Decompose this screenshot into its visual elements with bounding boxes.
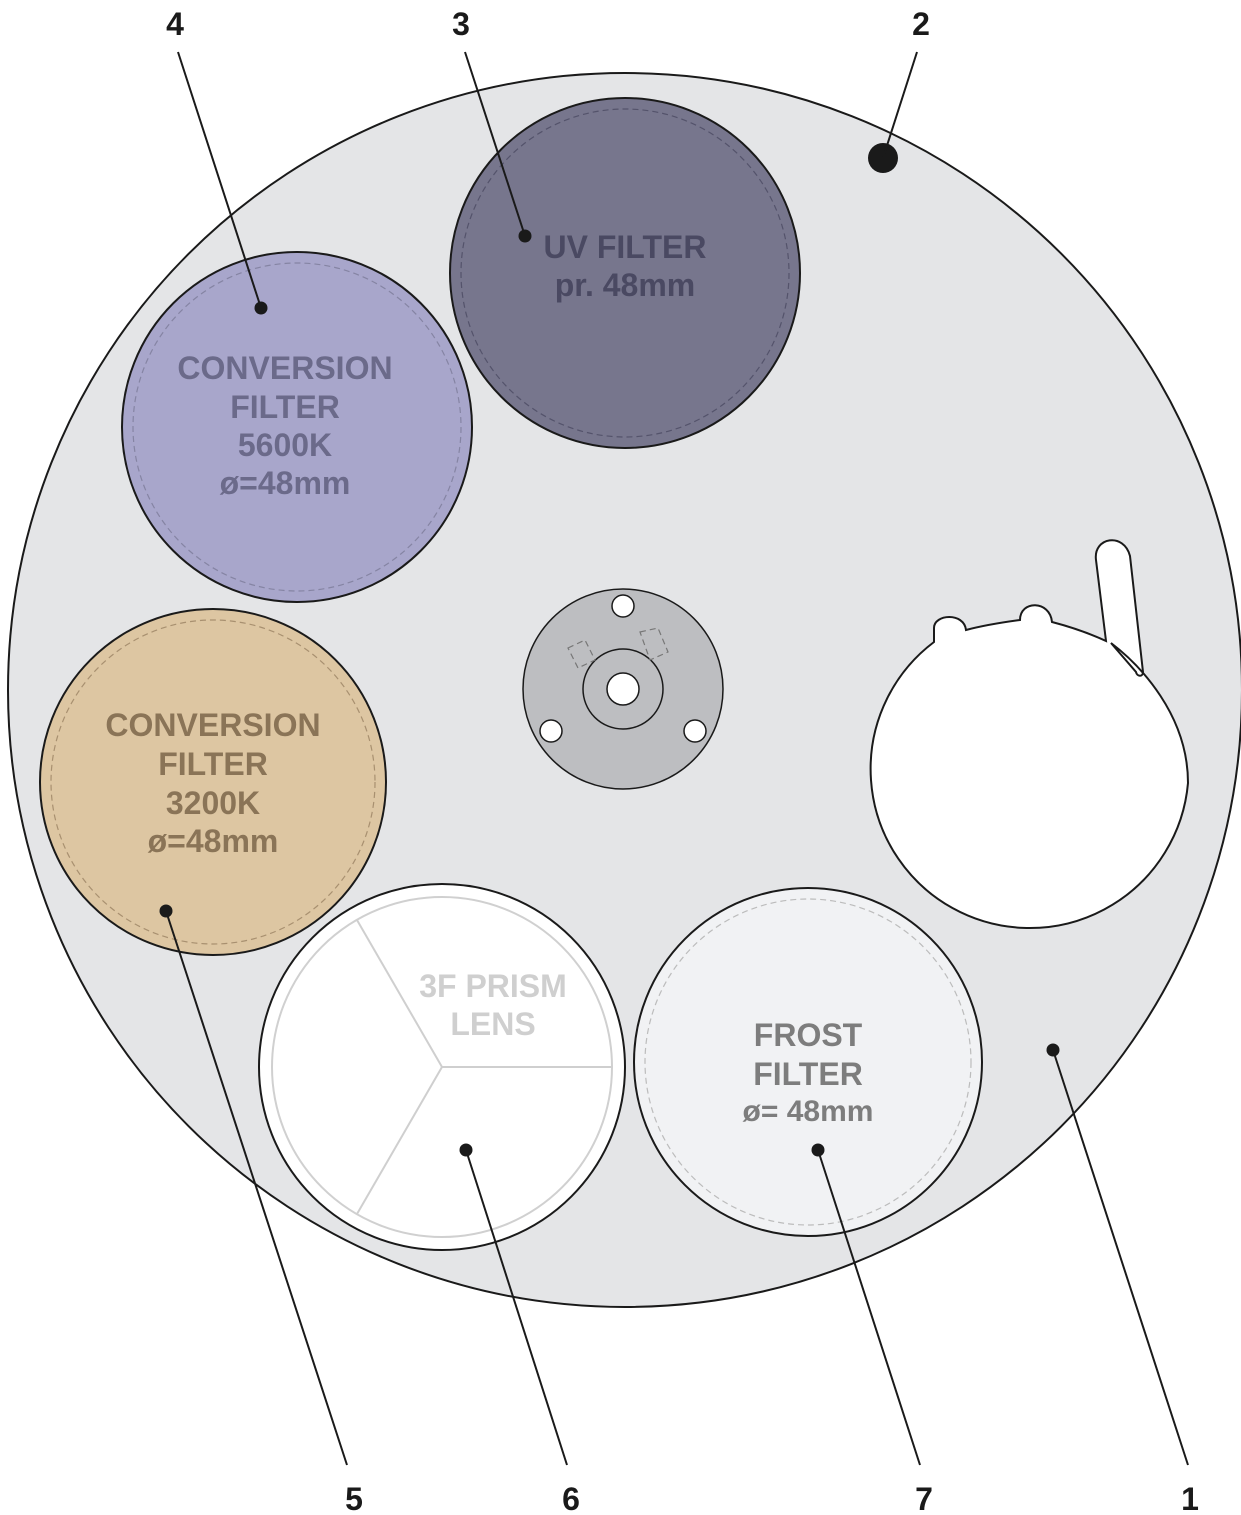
leader-dot-7 [811, 1143, 825, 1157]
conversion-filter-3200k: CONVERSION FILTER 3200K ø=48mm [39, 608, 387, 956]
uv-filter-label-line2: pr. 48mm [555, 267, 696, 303]
hub-screw-hole-top [611, 594, 635, 618]
leader-line-6 [465, 1149, 568, 1466]
conv3200-label-line2: FILTER [158, 746, 268, 782]
leader-dot-4 [254, 301, 268, 315]
leader-line-1 [1052, 1049, 1189, 1466]
leader-line-3 [464, 51, 526, 237]
leader-dot-6 [459, 1143, 473, 1157]
center-hub [522, 588, 724, 790]
callout-3: 3 [452, 6, 470, 42]
leader-dot-3 [518, 229, 532, 243]
callout-6: 6 [562, 1481, 580, 1515]
leader-dot-1 [1046, 1043, 1060, 1057]
conv5600-label-line4: ø=48mm [220, 465, 351, 501]
open-aperture [869, 539, 1190, 930]
prism-lens: 3F PRISM LENS [258, 883, 626, 1251]
frost-label-line3: ø= 48mm [743, 1095, 874, 1128]
conv5600-label-line3: 5600K [238, 427, 332, 463]
callout-1: 1 [1181, 1481, 1199, 1515]
leader-line-5 [165, 910, 348, 1466]
callout-4: 4 [166, 6, 184, 42]
uv-filter: UV FILTER pr. 48mm [449, 97, 801, 449]
leader-line-2 [882, 51, 918, 159]
conversion-filter-5600k: CONVERSION FILTER 5600K ø=48mm [121, 251, 473, 603]
prism-label-line2: LENS [450, 1006, 535, 1042]
hub-center-hole [606, 672, 640, 706]
conv5600-label-line2: FILTER [230, 389, 340, 425]
leader-dot-5 [159, 904, 173, 918]
prism-label-line1: 3F PRISM [419, 968, 567, 1004]
hub-screw-hole-right [683, 719, 707, 743]
leader-line-7 [817, 1149, 921, 1466]
filter-wheel-outline [7, 72, 1241, 1308]
callout-7: 7 [915, 1481, 933, 1515]
conv5600-label-line1: CONVERSION [177, 350, 392, 386]
conv3200-label-line3: 3200K [166, 785, 260, 821]
frost-filter: FROST FILTER ø= 48mm [633, 887, 983, 1237]
callout-numbers: 4 3 2 5 6 7 1 [166, 6, 1199, 1515]
leader-line-4 [177, 51, 262, 309]
conv3200-label-line4: ø=48mm [148, 823, 279, 859]
uv-filter-label-line1: UV FILTER [544, 229, 707, 265]
leader-lines [159, 51, 1189, 1466]
frost-label-line1: FROST [754, 1017, 863, 1053]
frost-label-line2: FILTER [753, 1056, 863, 1092]
callout-2: 2 [912, 6, 930, 42]
callout-5: 5 [345, 1481, 363, 1515]
hub-screw-hole-left [539, 719, 563, 743]
conv3200-label-line1: CONVERSION [105, 707, 320, 743]
